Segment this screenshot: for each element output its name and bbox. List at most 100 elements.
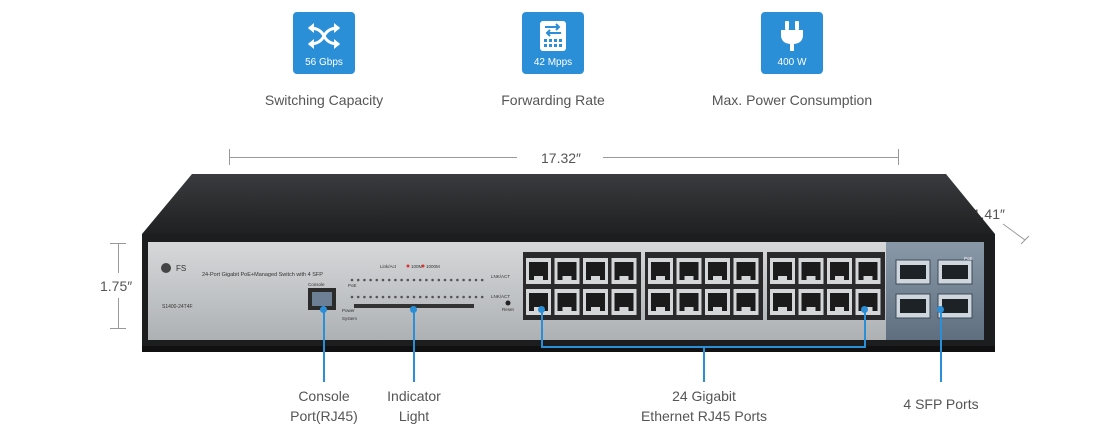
led-row-2	[350, 295, 484, 299]
forwarding-rate-value: 42 Mpps	[533, 57, 573, 68]
led-1000m: 1000M	[426, 264, 440, 269]
rj45-port-socket	[736, 293, 756, 311]
rj45-port-clip	[835, 276, 844, 280]
rj45-port-clip	[656, 307, 665, 311]
console-callout-line	[323, 312, 325, 382]
poe-text: PoE	[348, 283, 357, 288]
console-text: Console	[308, 282, 325, 287]
led-indicator	[387, 278, 391, 282]
ethernet-callout-bracket-right	[864, 312, 866, 348]
led-indicator	[462, 278, 465, 282]
led-indicator	[369, 295, 372, 299]
led-indicator	[356, 278, 360, 282]
led-indicator	[437, 295, 441, 299]
rj45-port-clip	[562, 307, 572, 311]
rj45-port-clip	[713, 276, 722, 280]
ethernet-callout-dot-right	[861, 306, 868, 313]
switch-top-cover	[142, 174, 995, 234]
rj45-port-socket	[679, 293, 699, 311]
spec-forwarding-rate: 42 Mpps Forwarding Rate	[453, 12, 653, 108]
rj45-port-clip	[591, 276, 600, 280]
indicator-callout: Indicator Light	[364, 386, 464, 426]
led-indicator	[425, 278, 428, 282]
spec-power-consumption: 400 W Max. Power Consumption	[692, 12, 892, 108]
forwarding-icon	[540, 21, 566, 51]
switching-capacity-value: 56 Gbps	[305, 57, 343, 68]
spec-switching-capacity: 56 Gbps Switching Capacity	[224, 12, 424, 108]
led-indicator	[400, 295, 403, 299]
led-indicator	[449, 295, 453, 299]
indicator-callout-dot	[410, 306, 417, 313]
rj45-port-clip	[863, 276, 873, 280]
power-consumption-value: 400 W	[777, 57, 807, 68]
sfp-poe-text: PoE	[964, 256, 973, 261]
rj45-port-clip	[741, 276, 751, 280]
fs-logo-icon	[161, 263, 171, 273]
rj45-port-clip	[778, 307, 787, 311]
sfp-callout-dot	[937, 306, 944, 313]
led-indicator	[387, 295, 391, 299]
led-100m: 100M	[411, 264, 423, 269]
rj45-port-clip	[656, 276, 665, 280]
indicator-callout-line1: Indicator	[387, 388, 441, 404]
width-dimension: 17.32″	[541, 150, 581, 166]
led-indicator	[418, 295, 422, 299]
led-indicator	[394, 295, 397, 299]
led-indicator	[412, 295, 416, 299]
rj45-port-socket	[830, 293, 849, 311]
rj45-port-socket	[858, 262, 878, 280]
led-indicator	[381, 295, 385, 299]
device-model: S1400-24T4F	[162, 304, 193, 310]
rj45-port-socket	[651, 293, 670, 311]
switching-capacity-label: Switching Capacity	[264, 92, 384, 108]
led-row-1	[350, 278, 484, 282]
height-dimension: 1.75″	[100, 278, 133, 294]
power-consumption-label: Max. Power Consumption	[711, 92, 873, 108]
led-indicator	[394, 278, 397, 282]
led-indicator	[418, 278, 422, 282]
sfp-callout-line	[940, 312, 942, 382]
sfp-port-slot	[900, 265, 926, 279]
led-indicator	[449, 278, 453, 282]
led-indicator	[480, 278, 484, 282]
width-line-right	[603, 157, 898, 158]
width-line-left	[229, 157, 517, 158]
rj45-port-clip	[863, 307, 873, 311]
rj45-port-clip	[619, 276, 629, 280]
device-description: 24-Port Gigabit PoE+Managed Switch with …	[202, 272, 323, 278]
sfp-callout: 4 SFP Ports	[903, 396, 979, 412]
power-text: Power	[342, 308, 355, 313]
system-text: System	[342, 316, 357, 321]
led-indicator	[425, 295, 428, 299]
led-indicator	[375, 295, 379, 299]
led-indicator	[363, 295, 366, 299]
rj45-port-clip	[534, 276, 543, 280]
rj45-port-socket	[614, 293, 634, 311]
console-callout-line1: Console	[298, 388, 350, 404]
switching-capacity-tile: 56 Gbps	[293, 12, 355, 74]
led-indicator	[456, 295, 459, 299]
rj45-port-socket	[708, 293, 727, 311]
network-switch: FS 24-Port Gigabit PoE+Managed Switch wi…	[142, 174, 995, 352]
ethernet-callout-line2: Ethernet RJ45 Ports	[640, 408, 768, 424]
rj45-port-clip	[835, 307, 844, 311]
forwarding-rate-tile: 42 Mpps	[522, 12, 584, 74]
rj45-port-socket	[830, 262, 849, 280]
rj45-port-socket	[586, 262, 605, 280]
height-line-bottom	[118, 298, 119, 328]
led-indicator	[369, 278, 372, 282]
sfp-port-group	[895, 259, 973, 319]
reset-button	[505, 300, 511, 306]
led-indicator	[381, 278, 385, 282]
rj45-port-socket	[773, 262, 792, 280]
rj45-port-socket	[773, 293, 792, 311]
indicator-callout-line2: Light	[398, 408, 430, 424]
led-indicator	[437, 278, 441, 282]
sfp-port-slot	[942, 265, 968, 279]
indicator-callout-line	[413, 312, 415, 382]
led-indicator	[456, 278, 459, 282]
led-indicator	[431, 278, 434, 282]
sfp-panel	[886, 242, 984, 340]
led-indicator	[350, 278, 354, 282]
rj45-port-clip	[778, 276, 787, 280]
